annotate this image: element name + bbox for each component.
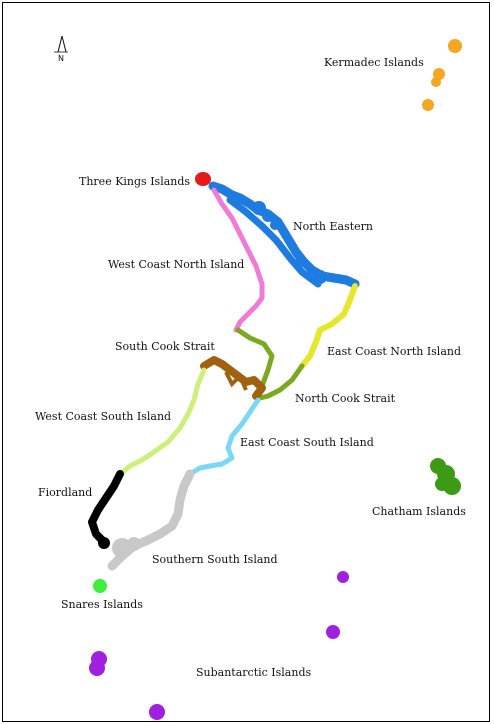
north-arrow-icon: N xyxy=(54,35,68,63)
subantarctic-islands-markers xyxy=(89,571,349,720)
north-eastern-label: North Eastern xyxy=(293,220,373,233)
fiordland-coast xyxy=(88,470,124,549)
three-kings-islands-marker xyxy=(195,172,211,186)
east-coast-north-island-coast xyxy=(299,283,358,369)
southern-south-island-coast xyxy=(107,469,195,571)
east-coast-south-island-label: East Coast South Island xyxy=(240,436,374,449)
east-coast-north-island-label: East Coast North Island xyxy=(327,345,461,358)
east-coast-south-island-coast xyxy=(187,397,261,477)
kermadec-islands-label: Kermadec Islands xyxy=(324,56,424,69)
west-coast-north-island-label: West Coast North Island xyxy=(108,258,244,271)
subantarctic-islands-label: Subantarctic Islands xyxy=(196,666,311,679)
chatham-islands-markers xyxy=(430,458,461,495)
north-cook-strait-label: North Cook Strait xyxy=(295,392,396,405)
three-kings-islands-label: Three Kings Islands xyxy=(79,175,190,188)
snares-islands-label: Snares Islands xyxy=(61,598,143,611)
kermadec-islands-markers xyxy=(422,39,462,111)
west-coast-south-island-label: West Coast South Island xyxy=(35,410,171,423)
snares-islands-marker xyxy=(93,579,107,593)
north-label: N xyxy=(58,54,64,63)
west-coast-north-island-coast xyxy=(211,187,265,333)
north-eastern-coast xyxy=(208,181,360,289)
southern-south-island-label: Southern South Island xyxy=(152,553,278,566)
chatham-islands-label: Chatham Islands xyxy=(372,505,466,518)
south-cook-strait-coast xyxy=(200,356,266,400)
west-coast-south-island-coast xyxy=(117,367,207,477)
south-cook-strait-label: South Cook Strait xyxy=(115,340,215,353)
north-cook-strait-coast xyxy=(235,327,305,401)
fiordland-label: Fiordland xyxy=(38,486,92,499)
